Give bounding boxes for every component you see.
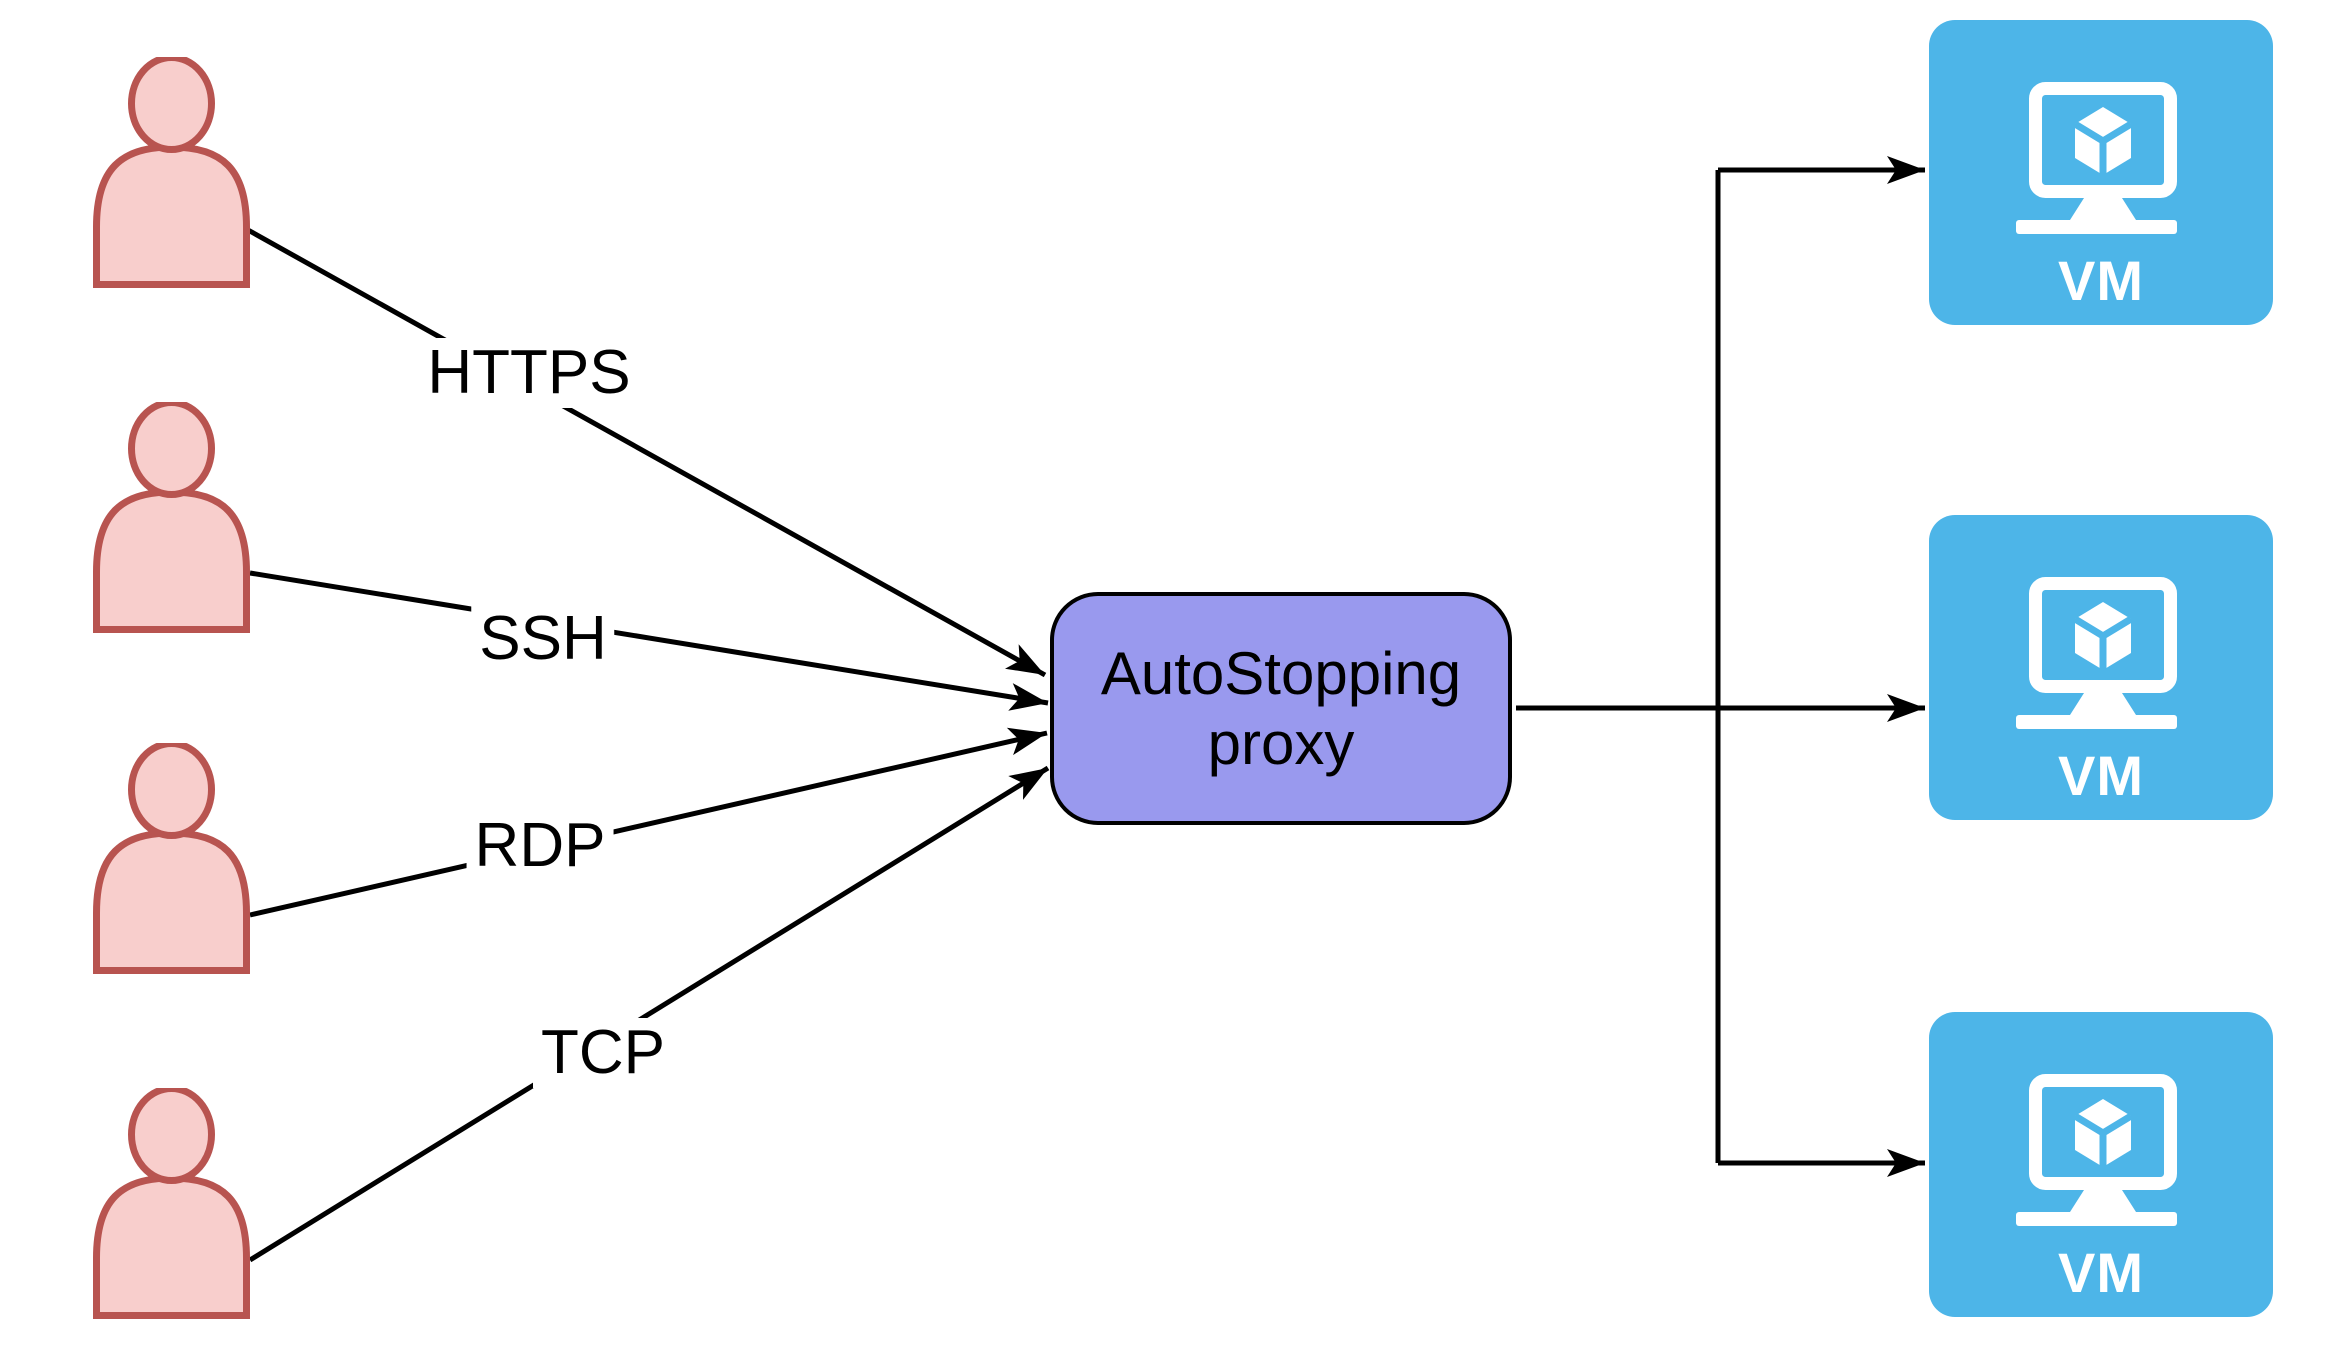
edge-label-https: HTTPS (419, 338, 639, 408)
vm-label: VM (2058, 249, 2144, 312)
vm-label: VM (2058, 744, 2144, 807)
edge-https-line (246, 227, 1047, 678)
edge-rdp-line (249, 727, 1048, 918)
edge-ssh-line (249, 570, 1049, 711)
proxy-label-line-1: AutoStopping (1100, 639, 1462, 707)
user-1-person-icon (93, 57, 250, 288)
vm-monitor-icon (2016, 1074, 2177, 1226)
vm-node-2: VM (1929, 515, 2273, 820)
edge-label-rdp: RDP (466, 811, 614, 881)
vm-node-1: VM (1929, 20, 2273, 325)
user-4-person-icon (93, 1088, 250, 1319)
vm-monitor-icon (2016, 82, 2177, 234)
edge-tcp-line (248, 765, 1050, 1263)
edge-label-ssh: SSH (471, 604, 615, 674)
user-3-person-icon (93, 743, 250, 974)
proxy-label-line-2: proxy (1207, 709, 1355, 777)
edge-label-tcp: TCP (533, 1018, 673, 1088)
user-2-person-icon (93, 402, 250, 633)
autostopping-proxy-node: AutoStopping proxy (1050, 592, 1512, 825)
vm-label: VM (2058, 1241, 2144, 1304)
vm-monitor-icon (2016, 577, 2177, 729)
vm-node-3: VM (1929, 1012, 2273, 1317)
